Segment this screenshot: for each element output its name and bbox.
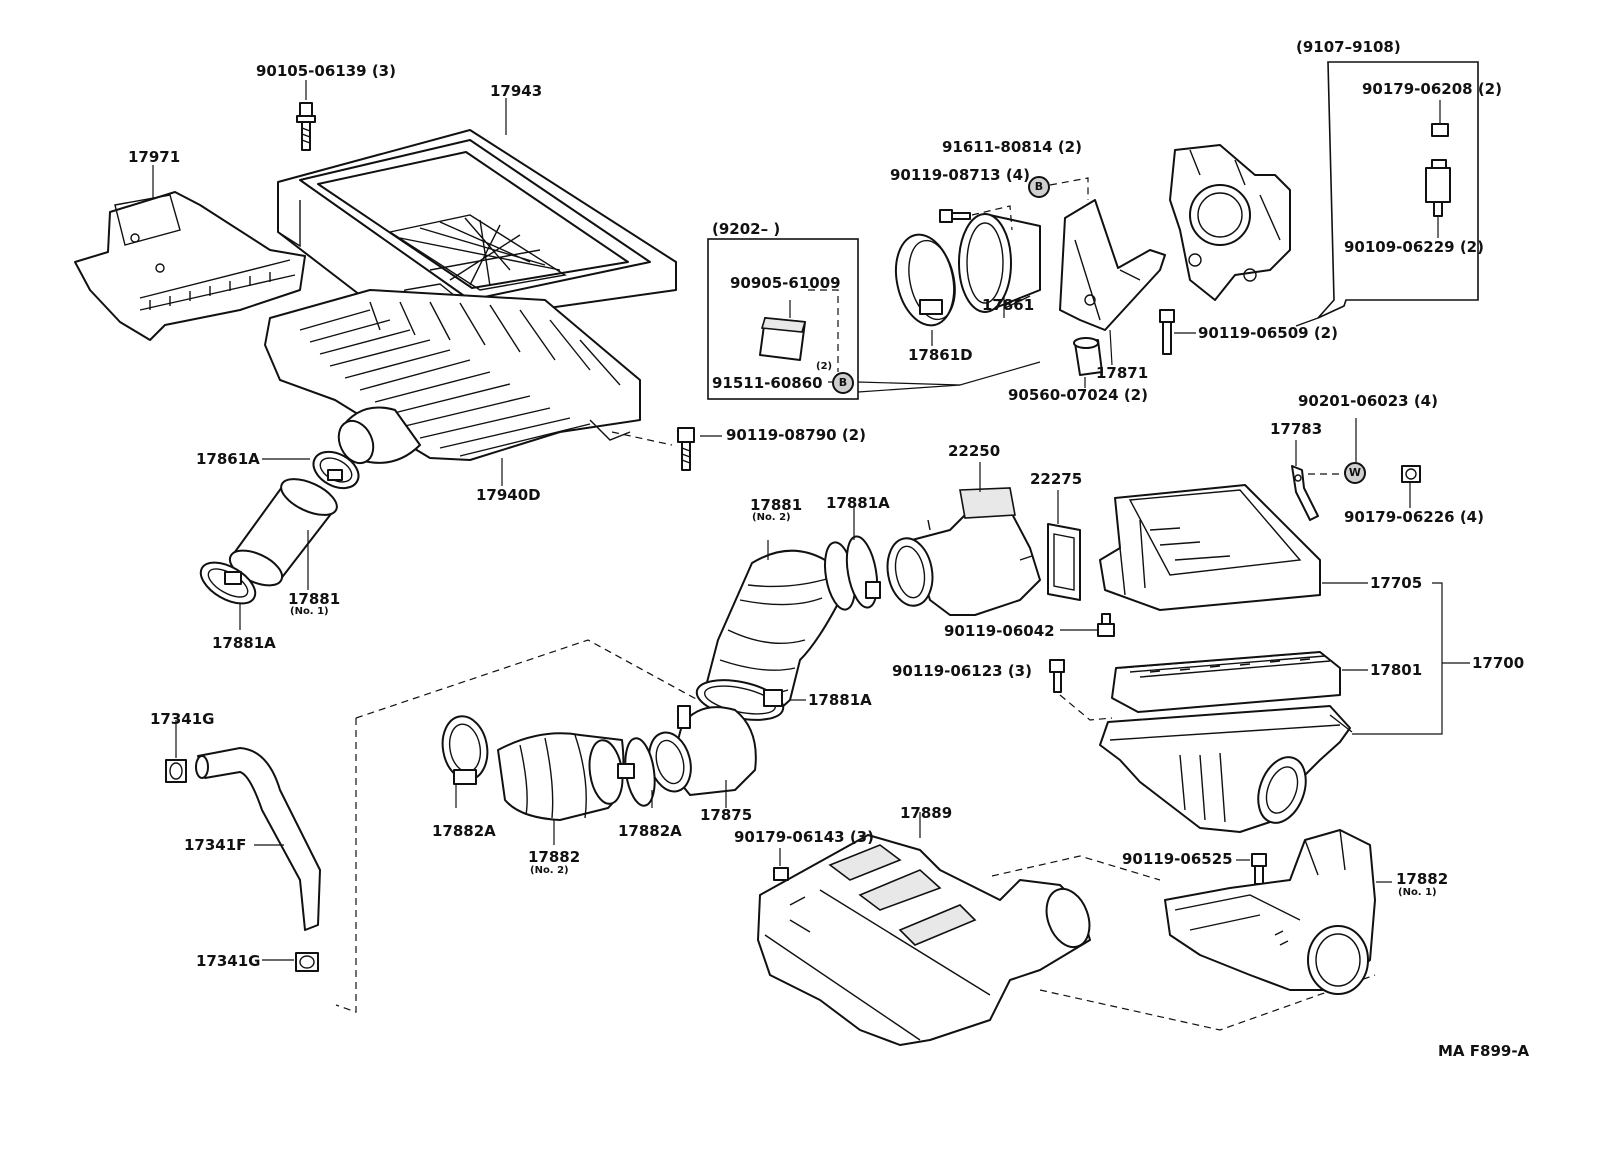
air-cleaner-case-17700 xyxy=(1099,705,1353,833)
hose-clamp-17861a xyxy=(312,450,360,490)
label-17882-no2: 17882 xyxy=(528,848,581,866)
label-9202: (9202– ) xyxy=(712,220,781,238)
label-17943: 17943 xyxy=(490,82,543,100)
throttle-body xyxy=(1169,144,1291,301)
intake-hose-17882-no2 xyxy=(497,732,625,821)
label-90119-08713: 90119-08713 (4) xyxy=(890,166,1030,184)
marker-b-box: B xyxy=(832,372,854,394)
label-90119-06525: 90119-06525 xyxy=(1122,850,1233,868)
label-90109-06229: 90109-06229 (2) xyxy=(1344,238,1484,256)
variant-box-9202 xyxy=(707,238,859,400)
label-17801: 17801 xyxy=(1370,661,1423,679)
label-17882a-left: 17882A xyxy=(432,822,496,840)
label-17889: 17889 xyxy=(900,804,953,822)
resonator-17889 xyxy=(757,834,1091,1046)
hose-clamp-17881a-left xyxy=(199,561,257,605)
label-17881a-right: 17881A xyxy=(808,691,872,709)
label-9107-9108: (9107–9108) xyxy=(1296,38,1401,56)
nut-90179-06226 xyxy=(1401,465,1421,483)
gasket-22275 xyxy=(1047,523,1081,601)
intake-hose-17881-no2 xyxy=(704,541,856,719)
bolt-90119-08713 xyxy=(939,209,971,223)
hose-clamp-17881a-mid xyxy=(845,535,881,609)
label-90105-06139: 90105-06139 (3) xyxy=(256,62,396,80)
label-90560-07024: 90560-07024 (2) xyxy=(1008,386,1148,404)
hose-clamp-17882a-left xyxy=(441,715,489,785)
hose-clip-17341g-bottom xyxy=(295,952,319,972)
vacuum-hose-17341f xyxy=(195,747,321,931)
air-filter-17801 xyxy=(1111,651,1341,713)
label-90179-06143: 90179-06143 (3) xyxy=(734,828,874,846)
air-flow-meter-22250 xyxy=(886,487,1041,616)
hose-clamp-17882a-right xyxy=(617,737,656,807)
hose-clamp-17861d xyxy=(894,233,956,327)
label-17881a-mid: 17881A xyxy=(826,494,890,512)
bolt-90119-08790 xyxy=(677,427,695,471)
label-17881a-left: 17881A xyxy=(212,634,276,652)
label-17700: 17700 xyxy=(1472,654,1525,672)
label-17705: 17705 xyxy=(1370,574,1423,592)
label-17971: 17971 xyxy=(128,148,181,166)
bolt-90119-06042 xyxy=(1097,613,1115,637)
label-90201-06023: 90201-06023 (4) xyxy=(1298,392,1438,410)
label-90119-08790: 90119-08790 (2) xyxy=(726,426,866,444)
marker-b-top: B xyxy=(1028,176,1050,198)
bracket-17871 xyxy=(1059,199,1166,331)
label-17882-no1-sub: (No. 1) xyxy=(1398,887,1437,898)
label-91511-60860: 91511-60860 xyxy=(712,374,823,392)
label-17861: 17861 xyxy=(982,296,1035,314)
intake-pipe-17875 xyxy=(648,705,757,796)
label-17341g-top: 17341G xyxy=(150,710,215,728)
label-90119-06509: 90119-06509 (2) xyxy=(1198,324,1338,342)
marker-w: W xyxy=(1344,462,1366,484)
label-90905-61009: 90905-61009 xyxy=(730,274,841,292)
air-cleaner-case-17940d xyxy=(264,289,641,465)
hose-clip-17341g-top xyxy=(165,759,187,783)
label-17783: 17783 xyxy=(1270,420,1323,438)
label-17341g-bottom: 17341G xyxy=(196,952,261,970)
air-duct-17882-no1 xyxy=(1164,829,1376,995)
intake-connector-17861 xyxy=(958,213,1041,313)
dashed-leader-group xyxy=(355,639,699,719)
variant-box-9107-9108 xyxy=(1317,61,1479,319)
label-17875: 17875 xyxy=(700,806,753,824)
label-17341f: 17341F xyxy=(184,836,247,854)
label-17881-no1: 17881 xyxy=(288,590,341,608)
bolt-90119-06123 xyxy=(1049,659,1065,693)
label-17882a-right: 17882A xyxy=(618,822,682,840)
label-17882-no1: 17882 xyxy=(1396,870,1449,888)
label-91611-80814: 91611-80814 (2) xyxy=(942,138,1082,156)
figure-code: MA F899-A xyxy=(1438,1042,1530,1060)
air-cleaner-lid-17943 xyxy=(277,129,677,341)
label-90119-06123: 90119-06123 (3) xyxy=(892,662,1032,680)
stud-90109-06229 xyxy=(1425,159,1451,217)
grommet-90560-07024 xyxy=(1073,337,1103,376)
air-cleaner-cap-17705 xyxy=(1099,484,1321,611)
label-22250: 22250 xyxy=(948,442,1001,460)
label-17881-no2: 17881 xyxy=(750,496,803,514)
sensor-90905-61009 xyxy=(759,317,807,361)
label-17861d: 17861D xyxy=(908,346,973,364)
nut-90179-06208 xyxy=(1431,123,1449,137)
label-90179-06226: 90179-06226 (4) xyxy=(1344,508,1484,526)
bracket-17783 xyxy=(1291,465,1319,521)
label-17881-no2-sub: (No. 2) xyxy=(752,512,791,523)
label-91511-qty: (2) xyxy=(816,361,833,372)
label-17871: 17871 xyxy=(1096,364,1149,382)
label-22275: 22275 xyxy=(1030,470,1083,488)
label-17881-no1-sub: (No. 1) xyxy=(290,606,329,617)
bolt-90119-06525 xyxy=(1251,853,1267,885)
bolt-90119-06509 xyxy=(1159,309,1175,355)
label-17882-no2-sub: (No. 2) xyxy=(530,865,569,876)
air-duct-17971 xyxy=(74,191,306,341)
bolt-90105-06139 xyxy=(296,102,316,151)
label-90119-06042: 90119-06042 xyxy=(944,622,1055,640)
nut-90179-06143 xyxy=(773,867,789,881)
label-17861a: 17861A xyxy=(196,450,260,468)
label-17940d: 17940D xyxy=(476,486,541,504)
label-90179-06208: 90179-06208 (2) xyxy=(1362,80,1502,98)
